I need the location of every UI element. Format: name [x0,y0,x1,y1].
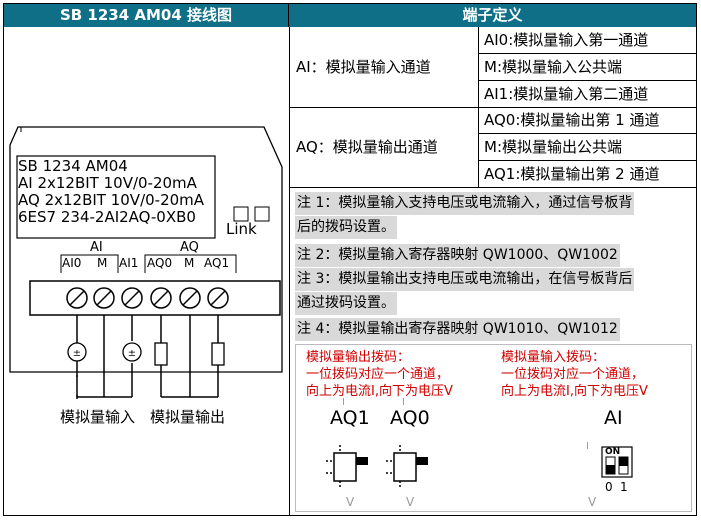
link-label: Link [226,220,257,238]
dip-one-label: 1 [620,480,628,494]
note-2: 注 2：模拟量输入寄存器映射 QW1000、QW1002 [295,244,620,267]
output-load-1-icon [154,342,168,366]
terminal-aq1: AQ1 [204,256,230,270]
input-source-2-icon: ± [122,342,142,362]
terminal-aq0: AQ0 [147,256,173,270]
dip-switch-drawings [326,445,633,489]
terminal-m-aq: M [184,256,195,270]
wiring-diagram: ± ± [9,126,283,399]
aq0-definition: AQ0:模拟量输出第 1 通道 [484,111,660,129]
document-frame: SB 1234 AM04 接线图 端子定义 AI：模拟量输入通道 AI0:模拟量… [3,3,697,516]
svg-text:±: ± [128,348,136,359]
terminal-definition-header: 端子定义 [289,4,696,27]
ai-dip-switch-icon [601,446,633,478]
module-label: SB 1234 AM04 AI 2x12BIT 10V/0-20mA AQ 2x… [18,157,205,226]
ai-m-definition: M:模拟量输入公共端 [484,58,622,76]
dip-ai-label: AI [604,407,623,429]
aq-group-label: AQ：模拟量输出通道 [296,138,438,156]
dip-zero-label: 0 [605,480,613,494]
dip-aq1-i-mark: I [342,397,345,408]
note-4: 注 4：模拟量输出寄存器映射 QW1010、QW1012 [295,318,620,341]
wiring-diagram-header: SB 1234 AM04 接线图 [4,4,289,27]
dip-aq1-v-mark: V [346,495,355,509]
terminal-ai0: AI0 [62,256,82,270]
dip-ai-v-mark: V [588,495,597,509]
svg-text:±: ± [73,348,81,359]
aq-m-definition: M:模拟量输出公共端 [484,138,622,156]
dip-input-title: 模拟量输入拨码：一位拨码对应一个通道，向上为电流I,向下为电压V [501,350,648,399]
analog-output-caption: 模拟量输出 [150,408,226,426]
ai-group-label: AI：模拟量输入通道 [296,58,431,76]
ai-group-tag: AI [90,240,103,255]
dip-switch-panel: 模拟量输出拨码：一位拨码对应一个通道，向上为电流I,向下为电压V 模拟量输入拨码… [295,344,692,512]
note-3a: 注 3：模拟量输出支持电压或电流输出，在信号板背后 [295,268,635,291]
dip-output-title: 模拟量输出拨码：一位拨码对应一个通道，向上为电流I,向下为电压V [306,350,453,399]
terminal-ai1: AI1 [119,256,139,270]
terminal-m-ai: M [97,256,108,270]
aq1-definition: AQ1:模拟量输出第 2 通道 [484,165,660,183]
note-1b: 后的拨码设置。 [295,216,397,239]
dip-ai-i-mark: I [586,441,589,452]
dip-aq0-i-mark: I [402,397,405,408]
ai1-definition: AI1:模拟量输入第二通道 [484,85,649,103]
output-load-2-icon [211,342,225,366]
aq-group-tag: AQ [180,240,199,255]
analog-input-caption: 模拟量输入 [60,408,136,426]
aq0-switch-icon [386,445,428,489]
note-1a: 注 1：模拟量输入支持电压或电流输入，通过信号板背 [295,192,635,215]
dip-aq1-label: AQ1 [330,407,370,429]
note-3b: 通过拨码设置。 [295,292,397,315]
ai0-definition: AI0:模拟量输入第一通道 [484,31,649,49]
terminal-screws [66,287,229,309]
aq1-switch-icon [326,445,368,489]
dip-on-label: ON [605,447,621,457]
dip-aq0-label: AQ0 [390,407,430,429]
dip-aq0-v-mark: V [406,495,415,509]
column-divider [289,27,290,515]
input-source-1-icon: ± [67,342,87,362]
